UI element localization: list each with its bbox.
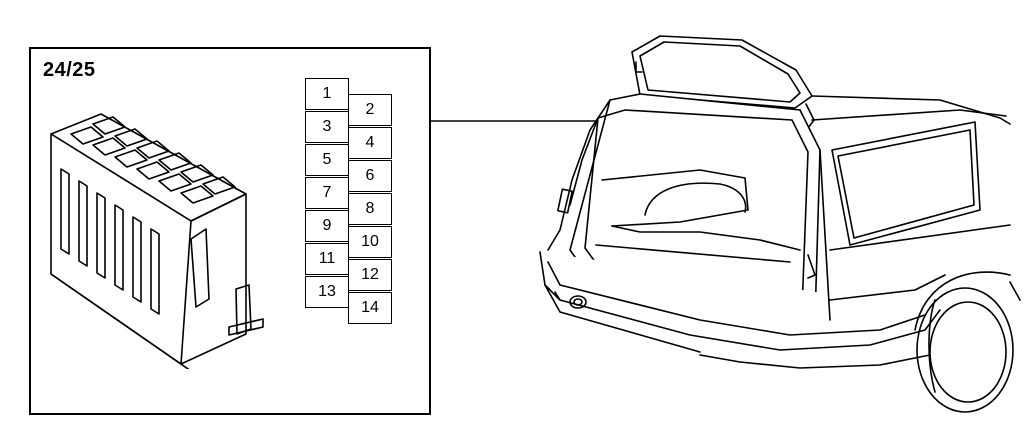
connector-panel: 24/25 bbox=[29, 47, 431, 415]
pin-14: 14 bbox=[348, 292, 392, 324]
pin-6: 6 bbox=[348, 160, 392, 192]
pin-1: 1 bbox=[305, 78, 349, 110]
pin-12: 12 bbox=[348, 259, 392, 291]
pin-2: 2 bbox=[348, 94, 392, 126]
pin-3: 3 bbox=[305, 111, 349, 143]
pin-11: 11 bbox=[305, 243, 349, 275]
pin-8: 8 bbox=[348, 193, 392, 225]
pin-9: 9 bbox=[305, 210, 349, 242]
pin-10: 10 bbox=[348, 226, 392, 258]
connector-label: 24/25 bbox=[43, 59, 96, 81]
station-wagon-rear-icon bbox=[539, 35, 1021, 413]
pin-4: 4 bbox=[348, 127, 392, 159]
connector-housing-icon bbox=[50, 113, 264, 369]
pin-7: 7 bbox=[305, 177, 349, 209]
pin-13: 13 bbox=[305, 276, 349, 308]
pin-5: 5 bbox=[305, 144, 349, 176]
